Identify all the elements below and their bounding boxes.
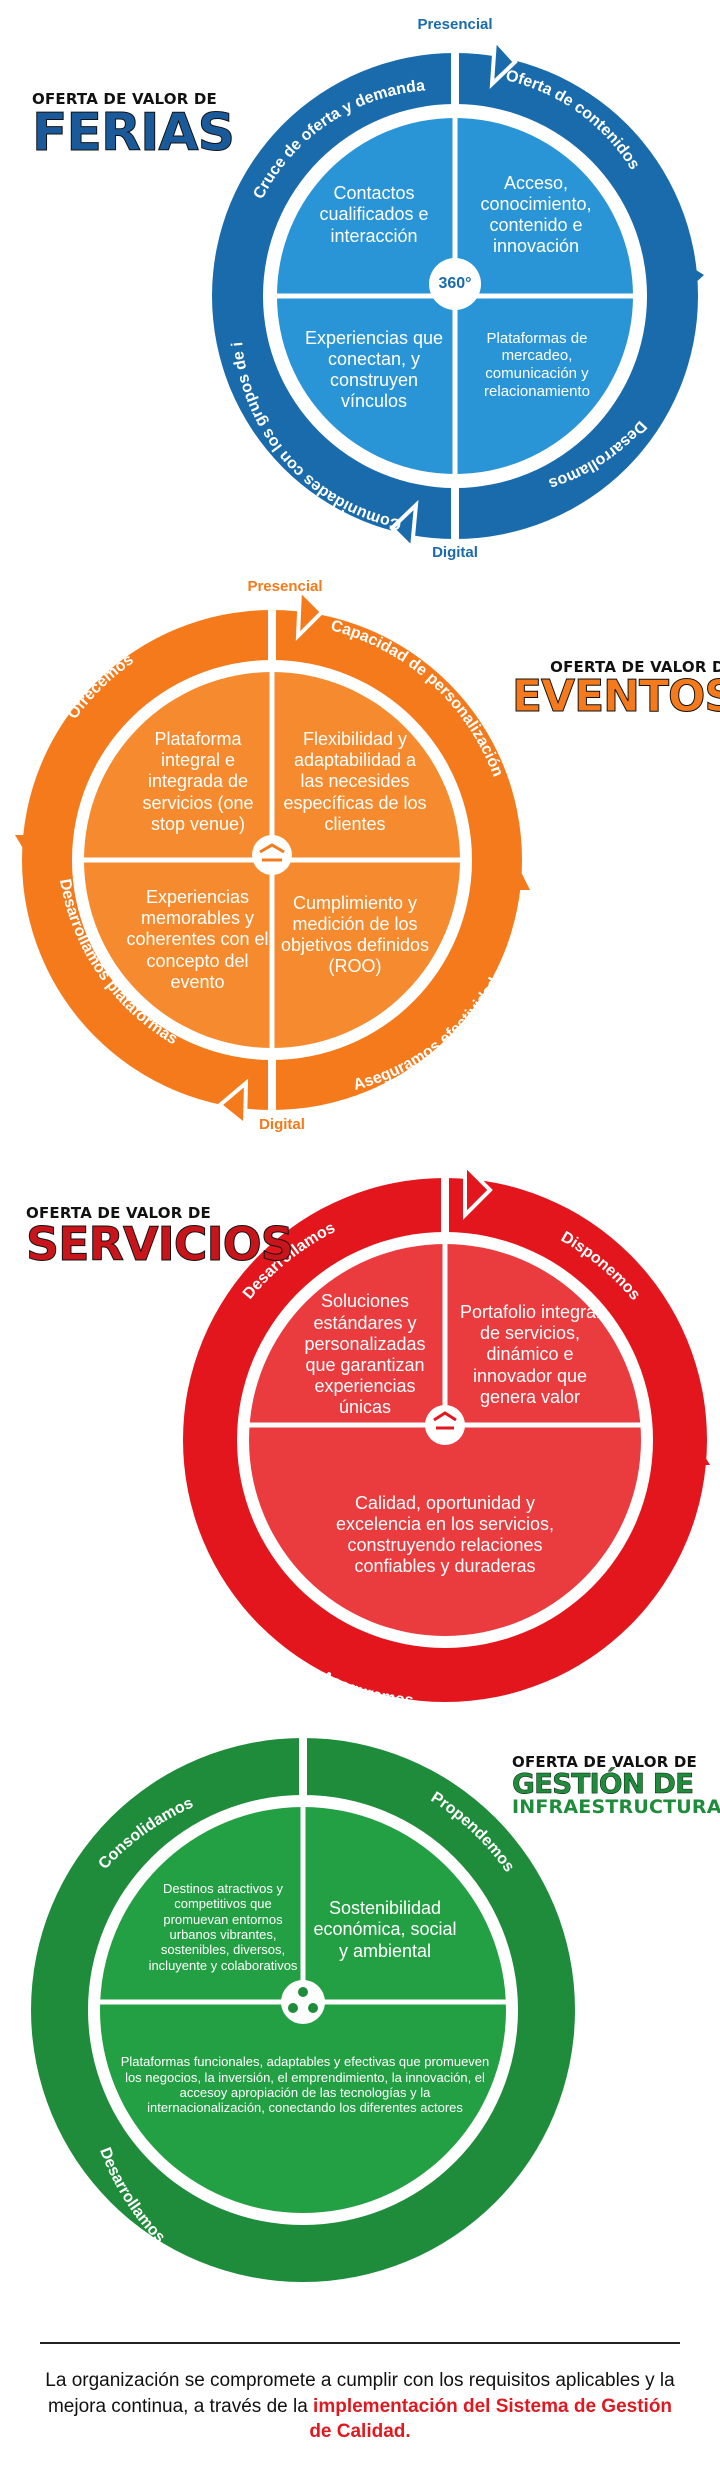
servicios-quadrant-2: Portafolio integral de servicios, dinámi… — [459, 1301, 601, 1407]
eventos-label-bottom: Digital — [259, 1116, 305, 1133]
ferias-quadrant-4: Plataformas de mercadeo, comunicación y … — [484, 329, 590, 400]
handshake-icon — [433, 1411, 457, 1430]
footer-highlight: implementación del Sistema de Gestión de… — [309, 2395, 673, 2443]
eventos-label-top: Presencial — [247, 578, 323, 595]
servicios-title-small: OFERTA DE VALOR DE — [26, 1204, 211, 1222]
eventos-diagram — [15, 585, 530, 1130]
servicios-quadrant-3: Calidad, oportunidad y excelencia en los… — [335, 1492, 555, 1577]
infraestructura-title: OFERTA DE VALOR DE GESTIÓN DE INFRAESTRU… — [512, 1755, 720, 1817]
ferias-title: OFERTA DE VALOR DE FERIAS — [31, 90, 235, 163]
servicios-title: OFERTA DE VALOR DE SERVICIOS — [26, 1204, 295, 1271]
ferias-label-top: Presencial — [417, 16, 493, 33]
infraestructura-title-big-2: INFRAESTRUCTURA — [512, 1796, 720, 1818]
ferias-label-bottom: Digital — [432, 544, 478, 561]
footer-divider — [40, 2342, 680, 2344]
eventos-title-small: OFERTA DE VALOR DE — [550, 658, 720, 676]
ferias-quadrant-1: Contactos cualificados e interacción — [319, 183, 429, 246]
servicios-title-big: SERVICIOS — [26, 1217, 295, 1271]
eventos-quadrant-1: Plataforma integral e integrada de servi… — [142, 728, 254, 834]
infraestructura-title-big-1: GESTIÓN DE — [512, 1767, 695, 1800]
eventos-title-big: EVENTOS — [511, 671, 720, 722]
eventos-title: OFERTA DE VALOR DE EVENTOS — [511, 658, 720, 722]
ferias-quadrant-2: Acceso, conocimiento, contenido e innova… — [480, 172, 592, 257]
ferias-diagram — [212, 35, 704, 553]
ferias-quadrant-3: Experiencias que conectan, y construyen … — [304, 327, 444, 412]
infraestructura-quadrant-2: Sostenibilidad económica, social y ambie… — [313, 1898, 457, 1961]
eventos-quadrant-4: Cumplimiento y medición de los objetivos… — [280, 892, 430, 977]
eventos-quadrant-2: Flexibilidad y adaptabilidad a las neces… — [283, 728, 427, 834]
ferias-title-big: FERIAS — [31, 103, 235, 163]
servicios-diagram — [183, 1160, 710, 1702]
servicios-quadrant-1: Soluciones estándares y personalizadas q… — [304, 1291, 426, 1418]
infraestructura-diagram — [31, 1735, 575, 2282]
infraestructura-quadrant-1: Destinos atractivos y competitivos que p… — [148, 1881, 298, 1973]
network-icon — [288, 1987, 318, 2013]
infraestructura-quadrant-3: Plataformas funcionales, adaptables y ef… — [120, 2054, 490, 2116]
eventos-quadrant-3: Experiencias memorables y coherentes con… — [126, 886, 269, 992]
ferias-center-badge: 360° — [438, 274, 472, 292]
footer-statement: La organización se compromete a cumplir … — [40, 2368, 680, 2445]
footer-text: La organización se compromete a cumplir … — [45, 2370, 675, 2417]
infraestructura-title-small: OFERTA DE VALOR DE — [512, 1753, 697, 1771]
handshake-icon — [259, 843, 285, 862]
ferias-title-small: OFERTA DE VALOR DE — [32, 90, 217, 108]
